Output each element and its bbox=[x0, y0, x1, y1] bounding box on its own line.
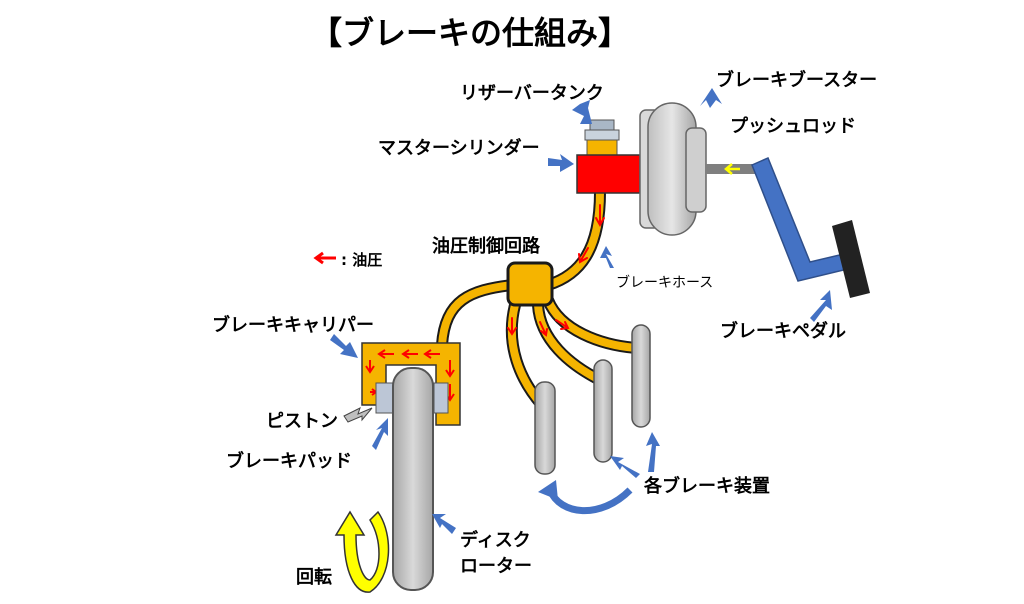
hydraulic-control-unit-label: 油圧制御回路 bbox=[432, 235, 541, 257]
page-title: 【ブレーキの仕組み】 bbox=[310, 14, 630, 52]
master-cylinder bbox=[576, 154, 641, 194]
disc-rotor-label-line1: ディスク bbox=[460, 529, 531, 551]
brake-booster-label: ブレーキブースター bbox=[716, 69, 877, 91]
legend-label: : 油圧 bbox=[341, 251, 382, 269]
curved-arrow bbox=[546, 487, 633, 515]
rotation-label: 回転 bbox=[296, 566, 332, 588]
disc-rotor bbox=[392, 367, 434, 591]
brake-hose-label: ブレーキホース bbox=[616, 274, 713, 291]
each-brake-unit-label: 各ブレーキ装置 bbox=[643, 475, 770, 497]
brake-booster bbox=[639, 102, 707, 236]
brake-units bbox=[534, 324, 651, 475]
disc-rotor-label-line2: ローター bbox=[460, 556, 532, 577]
brake-pedal bbox=[751, 157, 870, 298]
master-cylinder-label: マスターシリンダー bbox=[378, 137, 540, 159]
piston-label: ピストン bbox=[266, 411, 338, 432]
reservoir-tank-label: リザーバータンク bbox=[460, 83, 604, 104]
push-rod bbox=[706, 163, 758, 175]
hydraulic-control-unit bbox=[506, 261, 554, 307]
brake-pedal-label: ブレーキペダル bbox=[720, 320, 846, 342]
brake-pad-label: ブレーキパッド bbox=[226, 450, 352, 472]
push-rod-label: プッシュロッド bbox=[730, 115, 856, 137]
brake-caliper-label: ブレーキキャリパー bbox=[212, 314, 374, 336]
rotation-arrow bbox=[334, 510, 390, 593]
pointer-arrows bbox=[330, 88, 832, 534]
legend: : 油圧 bbox=[313, 251, 382, 269]
